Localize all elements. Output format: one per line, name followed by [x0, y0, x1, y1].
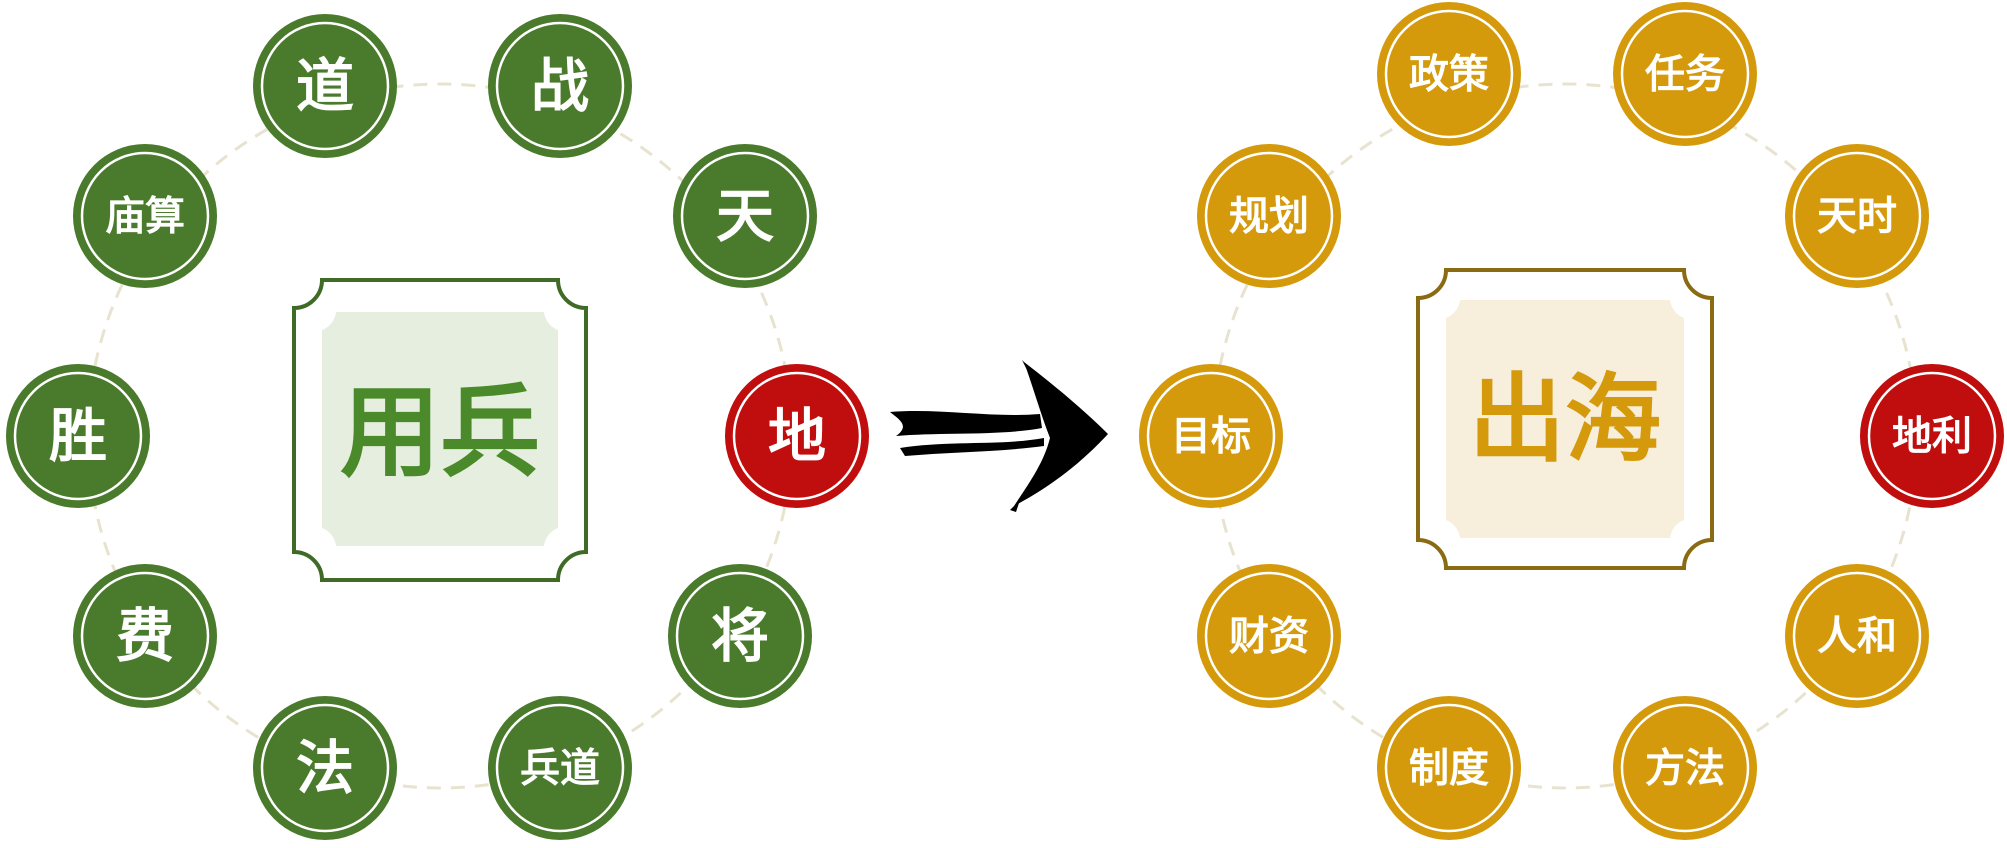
left-node-label: 天	[716, 182, 774, 250]
right-node-inner-ring	[1146, 371, 1276, 501]
right-node-inner-ring	[1384, 9, 1514, 139]
right-node-label: 方法	[1645, 745, 1725, 792]
left-node-circle	[6, 364, 150, 508]
left-node-label: 费	[116, 602, 174, 670]
right-node-inner-ring	[1620, 9, 1750, 139]
right-node-circle	[1139, 364, 1283, 508]
right-node-inner-ring	[1204, 151, 1334, 281]
left-node-inner-ring	[675, 571, 805, 701]
right-node: 财资	[1197, 564, 1341, 708]
right-node-label: 制度	[1409, 745, 1489, 792]
right-node-circle	[1785, 144, 1929, 288]
right-node-circle	[1860, 364, 2004, 508]
left-node-inner-ring	[680, 151, 810, 281]
right-center-fill	[1446, 300, 1684, 538]
left-node: 兵道	[488, 696, 632, 840]
right-node-label: 人和	[1817, 613, 1897, 660]
left-node-label: 胜	[49, 402, 107, 470]
right-center-panel: 出海	[1416, 268, 1714, 570]
right-node-label: 政策	[1409, 51, 1489, 98]
right-node-label: 地利	[1892, 413, 1972, 460]
left-node-inner-ring	[260, 21, 390, 151]
right-node: 政策	[1377, 2, 1521, 146]
left-node: 费	[73, 564, 217, 708]
right-node-circle	[1197, 144, 1341, 288]
left-node-label: 庙算	[105, 193, 185, 240]
left-node-label: 地	[768, 402, 826, 470]
right-node-label: 财资	[1229, 613, 1309, 660]
right-node-label: 目标	[1171, 413, 1251, 460]
left-node-inner-ring	[495, 703, 625, 833]
left-node-circle	[253, 14, 397, 158]
right-node-circle	[1197, 564, 1341, 708]
left-center-fill	[322, 312, 558, 546]
left-node: 胜	[6, 364, 150, 508]
right-node-inner-ring	[1792, 571, 1922, 701]
arrow-shaft	[890, 411, 1042, 436]
left-node: 道	[253, 14, 397, 158]
left-node-circle	[488, 696, 632, 840]
right-node-inner-ring	[1867, 371, 1997, 501]
left-node: 将	[668, 564, 812, 708]
left-node: 庙算	[73, 144, 217, 288]
left-node-label: 战	[531, 52, 589, 120]
right-node: 人和	[1785, 564, 1929, 708]
left-node: 战	[488, 14, 632, 158]
right-node-inner-ring	[1792, 151, 1922, 281]
left-node-inner-ring	[732, 371, 862, 501]
right-node-label: 天时	[1817, 193, 1897, 240]
left-node-inner-ring	[495, 21, 625, 151]
left-node: 天	[673, 144, 817, 288]
right-node: 任务	[1613, 2, 1757, 146]
left-center-label: 用兵	[340, 373, 540, 491]
right-node-label: 规划	[1229, 193, 1309, 240]
left-node-circle	[673, 144, 817, 288]
right-node-inner-ring	[1620, 703, 1750, 833]
left-node-circle	[488, 14, 632, 158]
left-node-inner-ring	[13, 371, 143, 501]
right-node-label: 任务	[1645, 51, 1725, 98]
left-node-circle	[668, 564, 812, 708]
left-node-circle	[73, 564, 217, 708]
left-node-inner-ring	[80, 151, 210, 281]
left-node-label: 兵道	[520, 745, 600, 792]
right-node: 天时	[1785, 144, 1929, 288]
arrow-shaft-streak	[900, 438, 1044, 456]
right-center-label: 出海	[1469, 363, 1661, 476]
right-node: 规划	[1197, 144, 1341, 288]
arrow-head	[1014, 362, 1108, 506]
right-node: 地利	[1860, 364, 2004, 508]
right-node-inner-ring	[1384, 703, 1514, 833]
left-node-label: 道	[296, 52, 354, 120]
left-node: 法	[253, 696, 397, 840]
brush-arrow-right-icon	[890, 360, 1108, 512]
left-node-label: 法	[296, 734, 354, 802]
left-center-panel: 用兵	[292, 278, 588, 582]
left-node: 地	[725, 364, 869, 508]
right-node: 目标	[1139, 364, 1283, 508]
right-node: 制度	[1377, 696, 1521, 840]
right-node-circle	[1377, 696, 1521, 840]
right-node: 方法	[1613, 696, 1757, 840]
left-node-circle	[253, 696, 397, 840]
left-node-label: 将	[711, 602, 769, 670]
right-node-circle	[1377, 2, 1521, 146]
right-node-circle	[1613, 696, 1757, 840]
right-node-inner-ring	[1204, 571, 1334, 701]
left-node-inner-ring	[260, 703, 390, 833]
right-node-circle	[1785, 564, 1929, 708]
left-node-circle	[725, 364, 869, 508]
left-node-inner-ring	[80, 571, 210, 701]
right-node-circle	[1613, 2, 1757, 146]
left-node-circle	[73, 144, 217, 288]
